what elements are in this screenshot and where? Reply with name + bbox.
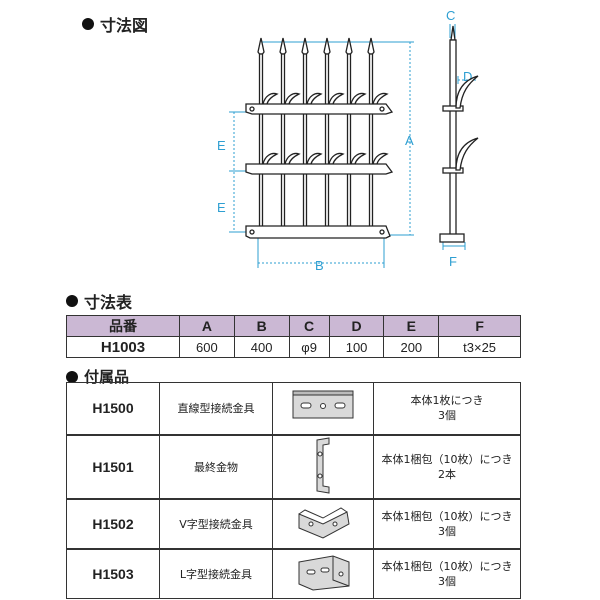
dim-label-c: C <box>446 8 455 23</box>
fence-bar <box>280 53 286 233</box>
quantity-line: 本体1枚につき <box>410 394 484 408</box>
fence-bar <box>258 53 264 233</box>
quantity-count: 3個 <box>438 574 456 588</box>
dimension-table-heading: 寸法表 <box>66 289 132 313</box>
fence-front-view <box>245 37 394 239</box>
accessory-code: H1501 <box>66 433 160 499</box>
v-bracket-icon <box>272 497 374 549</box>
fence-spike <box>323 37 331 55</box>
dimension-table: 品番 A B C D E F H1003 600 400 φ9 100 200 … <box>66 315 521 358</box>
cell-b: 400 <box>233 336 290 358</box>
dim-label-a: A <box>405 133 414 148</box>
accessory-quantity: 本体1梱包（10枚）につき 2本 <box>373 433 521 499</box>
accessory-quantity: 本体1枚につき 3個 <box>373 382 521 435</box>
fence-hook <box>284 152 301 165</box>
dimension-table-header-row: 品番 A B C D E F <box>66 315 521 337</box>
accessories-heading: 付属品 <box>66 366 129 387</box>
dimension-table-title: 寸法表 <box>84 293 133 312</box>
dimension-drawing-heading: 寸法図 <box>82 12 148 36</box>
fence-hook <box>262 152 279 165</box>
list-item: H1500 直線型接続金具 本体1枚につき 3個 <box>66 382 521 435</box>
bullet-icon <box>66 295 78 307</box>
fence-side-view <box>439 25 479 243</box>
bullet-icon <box>82 18 94 30</box>
fence-bar <box>346 53 352 233</box>
fence-hook <box>350 152 367 165</box>
accessory-code: H1502 <box>66 497 160 549</box>
cell-d: 100 <box>328 336 385 358</box>
list-item: H1502 V字型接続金具 本体1梱包（10枚）につき 3個 <box>66 497 521 549</box>
accessory-name: 直線型接続金具 <box>159 382 273 435</box>
header-e: E <box>383 315 440 337</box>
fence-spike <box>367 37 375 55</box>
quantity-count: 3個 <box>438 524 456 538</box>
accessory-name: 最終金物 <box>159 433 273 499</box>
accessory-code: H1503 <box>66 547 160 599</box>
quantity-line: 本体1梱包（10枚）につき <box>381 509 513 523</box>
fence-hook <box>306 152 323 165</box>
accessory-code: H1500 <box>66 382 160 435</box>
cell-f: t3×25 <box>438 336 521 358</box>
fence-hook <box>328 92 345 105</box>
straight-bracket-icon <box>272 382 374 435</box>
fence-hook <box>350 92 367 105</box>
fence-spike <box>345 37 353 55</box>
fence-hook <box>328 152 345 165</box>
quantity-line: 本体1梱包（10枚）につき <box>381 452 513 466</box>
quantity-line: 本体1梱包（10枚）につき <box>381 559 513 573</box>
fence-bar <box>324 53 330 233</box>
dimension-drawing-title: 寸法図 <box>100 16 149 35</box>
dim-label-b: B <box>315 258 324 273</box>
dim-label-f: F <box>449 254 457 269</box>
accessory-quantity: 本体1梱包（10枚）につき 3個 <box>373 497 521 549</box>
fence-hook <box>372 152 389 165</box>
cell-a: 600 <box>179 336 235 358</box>
quantity-count: 2本 <box>438 467 456 481</box>
cell-model: H1003 <box>66 336 180 358</box>
fence-hook <box>262 92 279 105</box>
dim-label-e-lower: E <box>217 200 226 215</box>
bottom-rail <box>245 225 391 239</box>
l-bracket-icon <box>272 547 374 599</box>
middle-rail <box>245 163 394 175</box>
fence-bar <box>302 53 308 233</box>
header-c: C <box>288 315 330 337</box>
bullet-icon <box>66 370 78 383</box>
fence-dimension-drawing: E E A B C D F <box>217 8 479 273</box>
header-model: 品番 <box>66 315 180 337</box>
list-item: H1501 最終金物 本体1梱包（10枚）につき 2本 <box>66 433 521 499</box>
cell-e: 200 <box>383 336 440 358</box>
fence-hook <box>306 92 323 105</box>
fence-spike <box>301 37 309 55</box>
cell-c: φ9 <box>288 336 330 358</box>
table-row: H1003 600 400 φ9 100 200 t3×25 <box>66 336 521 358</box>
dim-label-d: D <box>463 69 472 84</box>
dim-label-e-upper: E <box>217 138 226 153</box>
accessory-quantity: 本体1梱包（10枚）につき 3個 <box>373 547 521 599</box>
list-item: H1503 L字型接続金具 本体1梱包（10枚）につき 3個 <box>66 547 521 599</box>
accessories-title: 付属品 <box>84 368 130 386</box>
header-d: D <box>328 315 385 337</box>
header-a: A <box>179 315 235 337</box>
accessories-table: H1500 直線型接続金具 本体1枚につき 3個 H1501 最終金物 <box>66 382 521 599</box>
accessory-name: L字型接続金具 <box>159 547 273 599</box>
accessory-name: V字型接続金具 <box>159 497 273 549</box>
end-fitting-icon <box>272 433 374 499</box>
header-b: B <box>233 315 290 337</box>
fence-spike <box>279 37 287 55</box>
fence-hook <box>372 92 389 105</box>
top-rail <box>245 103 394 115</box>
header-f: F <box>438 315 521 337</box>
quantity-count: 3個 <box>438 409 456 423</box>
fence-spike <box>257 37 265 55</box>
fence-hook <box>284 92 301 105</box>
fence-bar <box>368 53 374 233</box>
